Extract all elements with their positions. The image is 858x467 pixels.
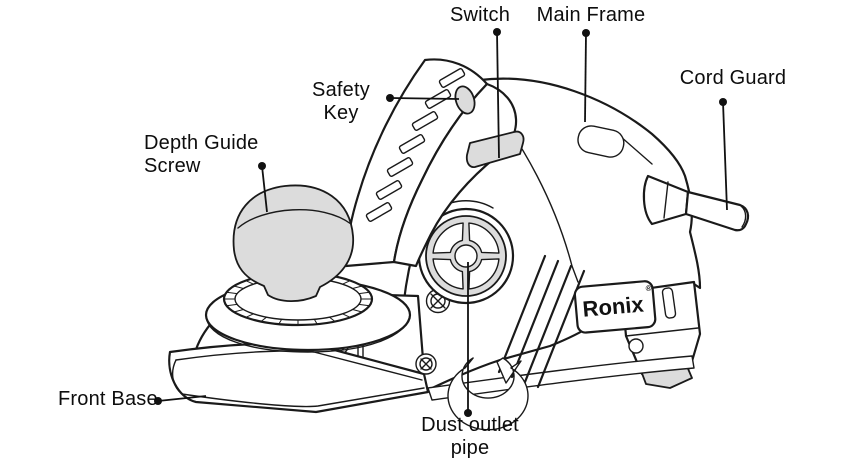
leader-front-base bbox=[154, 395, 207, 405]
label-front-base: Front Base bbox=[58, 388, 158, 410]
registered-mark: ® bbox=[645, 284, 652, 293]
leader-safety-key bbox=[386, 94, 460, 102]
depth-knob-assembly bbox=[204, 184, 412, 353]
label-safety-key: Safety Key bbox=[289, 79, 393, 125]
label-cord-guard: Cord Guard bbox=[679, 67, 787, 89]
handle-shape bbox=[344, 58, 525, 268]
label-dust-outlet-pipe-line1: Dust outlet bbox=[421, 414, 519, 436]
safety-key-button bbox=[454, 85, 476, 115]
brand-logo-text: Ronix bbox=[582, 291, 646, 321]
leader-cord-guard bbox=[719, 98, 728, 211]
label-depth-guide-screw-line1: Depth Guide bbox=[144, 132, 259, 154]
leader-depth-guide-screw bbox=[258, 162, 268, 213]
ronix-badge: Ronix ® bbox=[573, 280, 657, 334]
leader-dust-outlet-pipe bbox=[464, 262, 472, 417]
label-depth-guide-screw: Depth Guide Screw bbox=[144, 132, 284, 178]
label-dust-outlet-pipe-line2: pipe bbox=[450, 437, 490, 459]
dust-outlet-wheel bbox=[411, 200, 515, 305]
leader-lines bbox=[154, 28, 728, 417]
front-base-shape bbox=[168, 341, 430, 414]
leader-main-frame bbox=[582, 29, 590, 123]
label-dust-outlet-pipe: Dust outlet pipe bbox=[403, 414, 537, 460]
grip-ridges bbox=[365, 68, 466, 222]
label-main-frame: Main Frame bbox=[536, 4, 646, 26]
label-depth-guide-screw-line2: Screw bbox=[144, 155, 201, 177]
switch-trigger bbox=[465, 130, 525, 168]
leader-switch bbox=[493, 28, 501, 159]
handle-opening bbox=[392, 82, 518, 268]
cord-guard-shape bbox=[642, 174, 750, 232]
label-switch: Switch bbox=[449, 4, 511, 26]
thumb-rest-detail bbox=[577, 125, 625, 158]
label-safety-key-line2: Key bbox=[323, 102, 359, 124]
label-safety-key-line1: Safety bbox=[312, 79, 370, 101]
screw bbox=[415, 353, 437, 375]
